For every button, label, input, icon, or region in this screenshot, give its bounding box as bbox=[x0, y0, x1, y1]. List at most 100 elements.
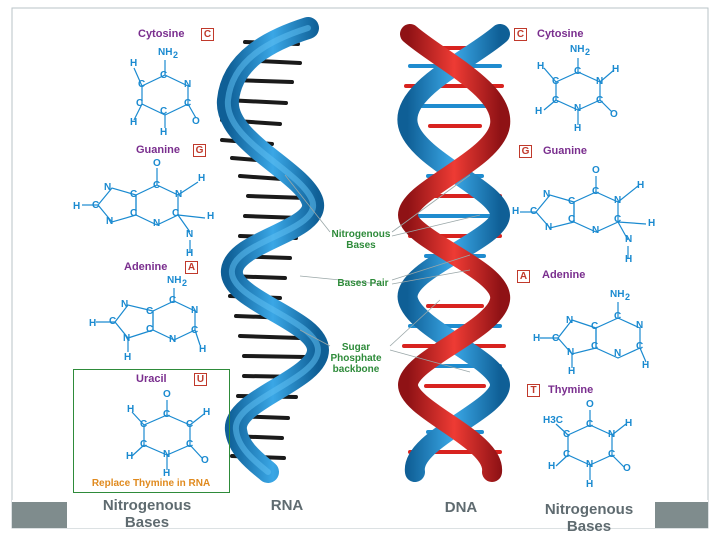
atom-c: C bbox=[614, 311, 622, 322]
atom-c: C bbox=[552, 76, 560, 87]
atom-h: H bbox=[207, 211, 215, 222]
footer-rna-label: RNA bbox=[270, 497, 304, 514]
atom-c: C bbox=[146, 306, 154, 317]
left-uracil-name: Uracil bbox=[136, 373, 167, 385]
uracil-note: Replace Thymine in RNA bbox=[91, 478, 211, 489]
rna-strand bbox=[217, 17, 330, 483]
atom-o: O bbox=[163, 389, 171, 400]
atom-c: C bbox=[568, 214, 576, 225]
right-guanine-code: G bbox=[519, 145, 532, 158]
molecule-bonds bbox=[82, 58, 647, 480]
atom-c: C bbox=[160, 70, 168, 81]
atom-c: C bbox=[574, 66, 582, 77]
atom-n: N bbox=[545, 222, 553, 233]
atom-n: N bbox=[625, 234, 633, 245]
left-cytosine-nh2: NH bbox=[158, 47, 173, 58]
atom-c: C bbox=[563, 429, 571, 440]
right-thymine-name: Thymine bbox=[548, 384, 594, 396]
atom-c: C bbox=[163, 409, 171, 420]
atom-n: N bbox=[567, 347, 575, 358]
atom-c: C bbox=[138, 79, 146, 90]
atom-o: O bbox=[201, 455, 209, 466]
right-cytosine-code: C bbox=[514, 28, 527, 41]
right-adenine-nh2-subscript: 2 bbox=[625, 292, 631, 302]
atom-n: N bbox=[121, 299, 129, 310]
atom-n: N bbox=[636, 320, 644, 331]
right-adenine-name: Adenine bbox=[542, 269, 586, 281]
atom-h: H bbox=[186, 248, 194, 259]
right-thymine-methyl: H3C bbox=[543, 415, 564, 426]
atom-n: N bbox=[184, 79, 192, 90]
atom-n: N bbox=[123, 333, 131, 344]
atom-o: O bbox=[586, 399, 594, 410]
atom-c: C bbox=[636, 341, 644, 352]
atom-h: H bbox=[648, 218, 656, 229]
atom-n: N bbox=[566, 315, 574, 326]
atom-c: C bbox=[586, 419, 594, 430]
left-adenine-nh2: NH bbox=[167, 275, 182, 286]
atom-c: C bbox=[552, 333, 560, 344]
atom-h: H bbox=[130, 58, 138, 69]
atom-n: N bbox=[614, 348, 622, 359]
atom-h: H bbox=[586, 479, 594, 490]
atom-c: C bbox=[191, 325, 199, 336]
atom-h: H bbox=[198, 173, 206, 184]
callout-lines bbox=[284, 174, 481, 373]
right-cytosine-name: Cytosine bbox=[537, 28, 584, 40]
atom-n: N bbox=[608, 429, 616, 440]
left-cytosine-name: Cytosine bbox=[138, 28, 185, 40]
atom-c: C bbox=[552, 95, 560, 106]
atom-h: H bbox=[612, 64, 620, 75]
atom-h: H bbox=[574, 123, 582, 134]
footer-accent-right bbox=[655, 502, 708, 528]
atom-c: C bbox=[614, 214, 622, 225]
atom-c: C bbox=[140, 439, 148, 450]
atom-c: C bbox=[146, 324, 154, 335]
atom-c: C bbox=[153, 180, 161, 191]
footer-accent-left bbox=[12, 502, 67, 528]
atom-h: H bbox=[568, 366, 576, 377]
left-adenine-nh2-subscript: 2 bbox=[182, 278, 188, 288]
atom-n: N bbox=[543, 189, 551, 200]
atom-c: C bbox=[591, 321, 599, 332]
uracil-frame bbox=[73, 369, 230, 493]
rna-strand-highlight bbox=[224, 25, 322, 475]
atom-c: C bbox=[186, 419, 194, 430]
atom-c: C bbox=[592, 186, 600, 197]
footer-left-label: Nitrogenous Bases bbox=[102, 497, 192, 531]
atom-h: H bbox=[537, 61, 545, 72]
atom-h: H bbox=[130, 117, 138, 128]
atom-n: N bbox=[596, 76, 604, 87]
atom-h: H bbox=[199, 344, 207, 355]
atom-h: H bbox=[126, 451, 134, 462]
callout-nitrogenous-bases: Nitrogenous Bases bbox=[331, 229, 391, 251]
atom-n: N bbox=[169, 334, 177, 345]
atom-n: N bbox=[175, 189, 183, 200]
atom-c: C bbox=[568, 196, 576, 207]
atom-n: N bbox=[186, 229, 194, 240]
atom-h: H bbox=[163, 468, 171, 479]
right-thymine-code: T bbox=[527, 384, 540, 397]
atom-c: C bbox=[130, 208, 138, 219]
left-guanine-name: Guanine bbox=[136, 144, 181, 156]
atom-c: C bbox=[172, 208, 180, 219]
atom-o: O bbox=[153, 158, 161, 169]
atom-c: C bbox=[184, 98, 192, 109]
footer-right-label: Nitrogenous Bases bbox=[544, 501, 634, 535]
atom-h: H bbox=[642, 360, 650, 371]
atom-c: C bbox=[130, 189, 138, 200]
atom-o: O bbox=[610, 109, 618, 120]
atom-h: H bbox=[203, 407, 211, 418]
right-adenine-nh2: NH bbox=[610, 289, 625, 300]
right-adenine-code: A bbox=[517, 270, 530, 283]
right-cytosine-nh2-subscript: 2 bbox=[585, 47, 591, 57]
left-guanine-code: G bbox=[193, 144, 206, 157]
atom-n: N bbox=[153, 218, 161, 229]
atom-c: C bbox=[530, 206, 538, 217]
atom-h: H bbox=[73, 201, 81, 212]
atom-c: C bbox=[169, 295, 177, 306]
atom-h: H bbox=[512, 206, 520, 217]
atom-n: N bbox=[592, 225, 600, 236]
atom-o: O bbox=[592, 165, 600, 176]
atom-c: C bbox=[608, 449, 616, 460]
